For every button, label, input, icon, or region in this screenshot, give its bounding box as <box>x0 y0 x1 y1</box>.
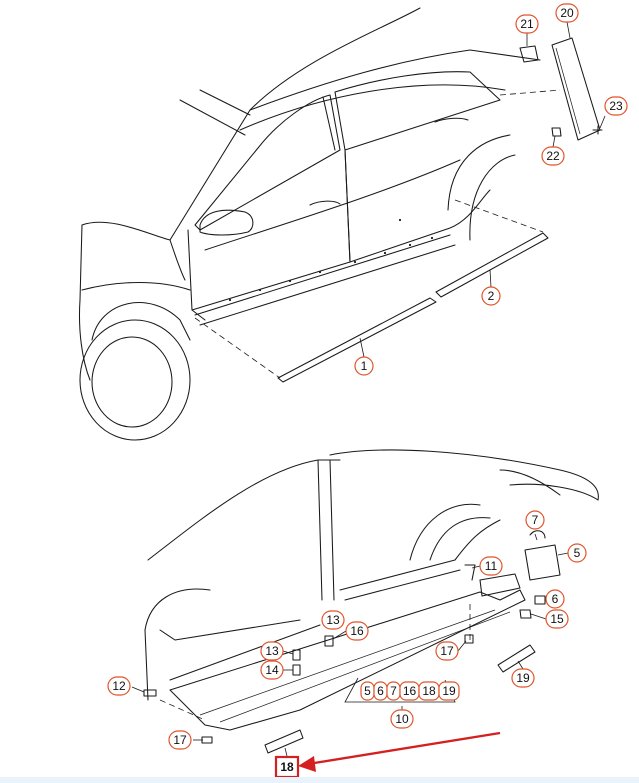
cover-19-part <box>497 644 536 673</box>
footer-strip <box>0 777 639 783</box>
svg-text:6: 6 <box>552 592 559 606</box>
callout-17a: 17 <box>435 641 459 661</box>
car-body-bottom <box>144 449 599 731</box>
callout-10: 10 <box>390 709 414 729</box>
svg-text:6: 6 <box>377 684 384 698</box>
callout-11: 11 <box>479 556 503 576</box>
svg-text:21: 21 <box>520 17 534 31</box>
svg-text:18: 18 <box>422 684 436 698</box>
clip-12-part <box>143 689 157 697</box>
svg-text:7: 7 <box>390 684 397 698</box>
svg-text:15: 15 <box>550 612 564 626</box>
svg-text:2: 2 <box>488 289 495 303</box>
clip-11-part <box>464 564 476 581</box>
clip-13-part <box>292 649 301 661</box>
callout-12: 12 <box>107 676 131 696</box>
callout-1: 1 <box>354 356 374 376</box>
pillar-trim-group <box>499 37 603 141</box>
callout-21: 21 <box>515 14 539 34</box>
callout-6: 6 <box>545 589 565 609</box>
svg-text:1: 1 <box>361 359 368 373</box>
group-callout: 5 6 7 16 18 19 <box>360 681 460 701</box>
svg-text:14: 14 <box>265 663 279 677</box>
svg-text:17: 17 <box>440 644 454 658</box>
svg-text:20: 20 <box>560 6 574 20</box>
clip-21-part <box>519 45 539 63</box>
callout-15: 15 <box>545 609 569 629</box>
clip-6-part <box>534 595 546 605</box>
callout-19: 19 <box>511 668 535 688</box>
trim-strips-top <box>194 199 549 383</box>
svg-text:5: 5 <box>364 684 371 698</box>
callout-22: 22 <box>541 146 565 166</box>
screw-23-part <box>592 125 603 135</box>
svg-text:10: 10 <box>395 712 409 726</box>
svg-text:5: 5 <box>574 546 581 560</box>
bracket-5-part <box>524 544 561 581</box>
clip-7-part <box>529 530 546 539</box>
clip-17b-part <box>201 736 213 744</box>
callout-2: 2 <box>481 286 501 306</box>
svg-text:16: 16 <box>350 624 364 638</box>
clip-16-part <box>324 635 334 647</box>
clip-17a-part <box>464 634 474 644</box>
callout-23: 23 <box>604 96 628 116</box>
leaders-bottom <box>131 533 569 757</box>
callout-7: 7 <box>525 510 545 530</box>
leaders-top <box>359 21 606 358</box>
small-parts-bottom <box>143 530 561 754</box>
svg-text:18: 18 <box>280 760 294 774</box>
callout-16: 16 <box>345 621 369 641</box>
clip-22-part <box>551 127 562 137</box>
callout-5: 5 <box>567 543 587 563</box>
svg-text:11: 11 <box>485 559 498 573</box>
svg-text:7: 7 <box>532 513 539 527</box>
svg-text:23: 23 <box>609 99 623 113</box>
svg-text:19: 19 <box>516 671 530 685</box>
callout-17b: 17 <box>168 730 192 750</box>
svg-text:22: 22 <box>546 149 560 163</box>
cover-18-part <box>264 729 304 754</box>
svg-text:12: 12 <box>112 679 126 693</box>
svg-text:19: 19 <box>442 684 456 698</box>
svg-text:13: 13 <box>326 613 340 627</box>
car-body-top <box>78 7 541 441</box>
callout-13b: 13 <box>260 641 284 661</box>
svg-text:13: 13 <box>265 644 279 658</box>
callout-13a: 13 <box>321 610 345 630</box>
callout-14: 14 <box>260 660 284 680</box>
svg-text:17: 17 <box>173 733 187 747</box>
svg-text:16: 16 <box>403 684 417 698</box>
clip-14-part <box>292 664 301 676</box>
highlight-callout-18: 18 <box>274 731 501 779</box>
clip-15-part <box>519 609 532 619</box>
callout-20: 20 <box>555 3 579 23</box>
